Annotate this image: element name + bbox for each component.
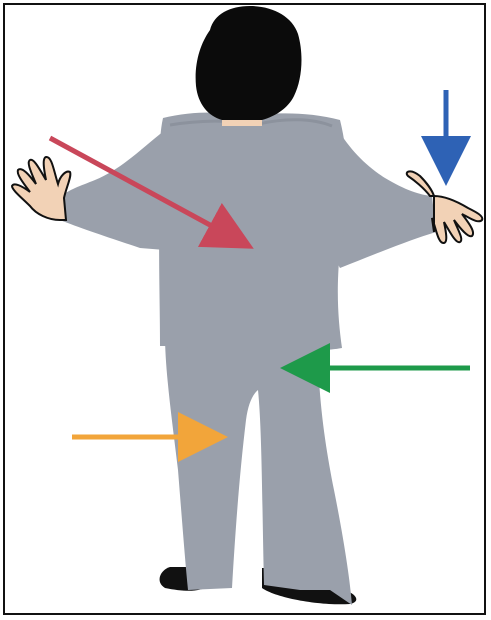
hair — [196, 6, 302, 120]
left-hand — [12, 157, 70, 220]
jacket — [60, 113, 436, 352]
trousers — [165, 335, 352, 605]
jacket-body — [159, 113, 347, 352]
